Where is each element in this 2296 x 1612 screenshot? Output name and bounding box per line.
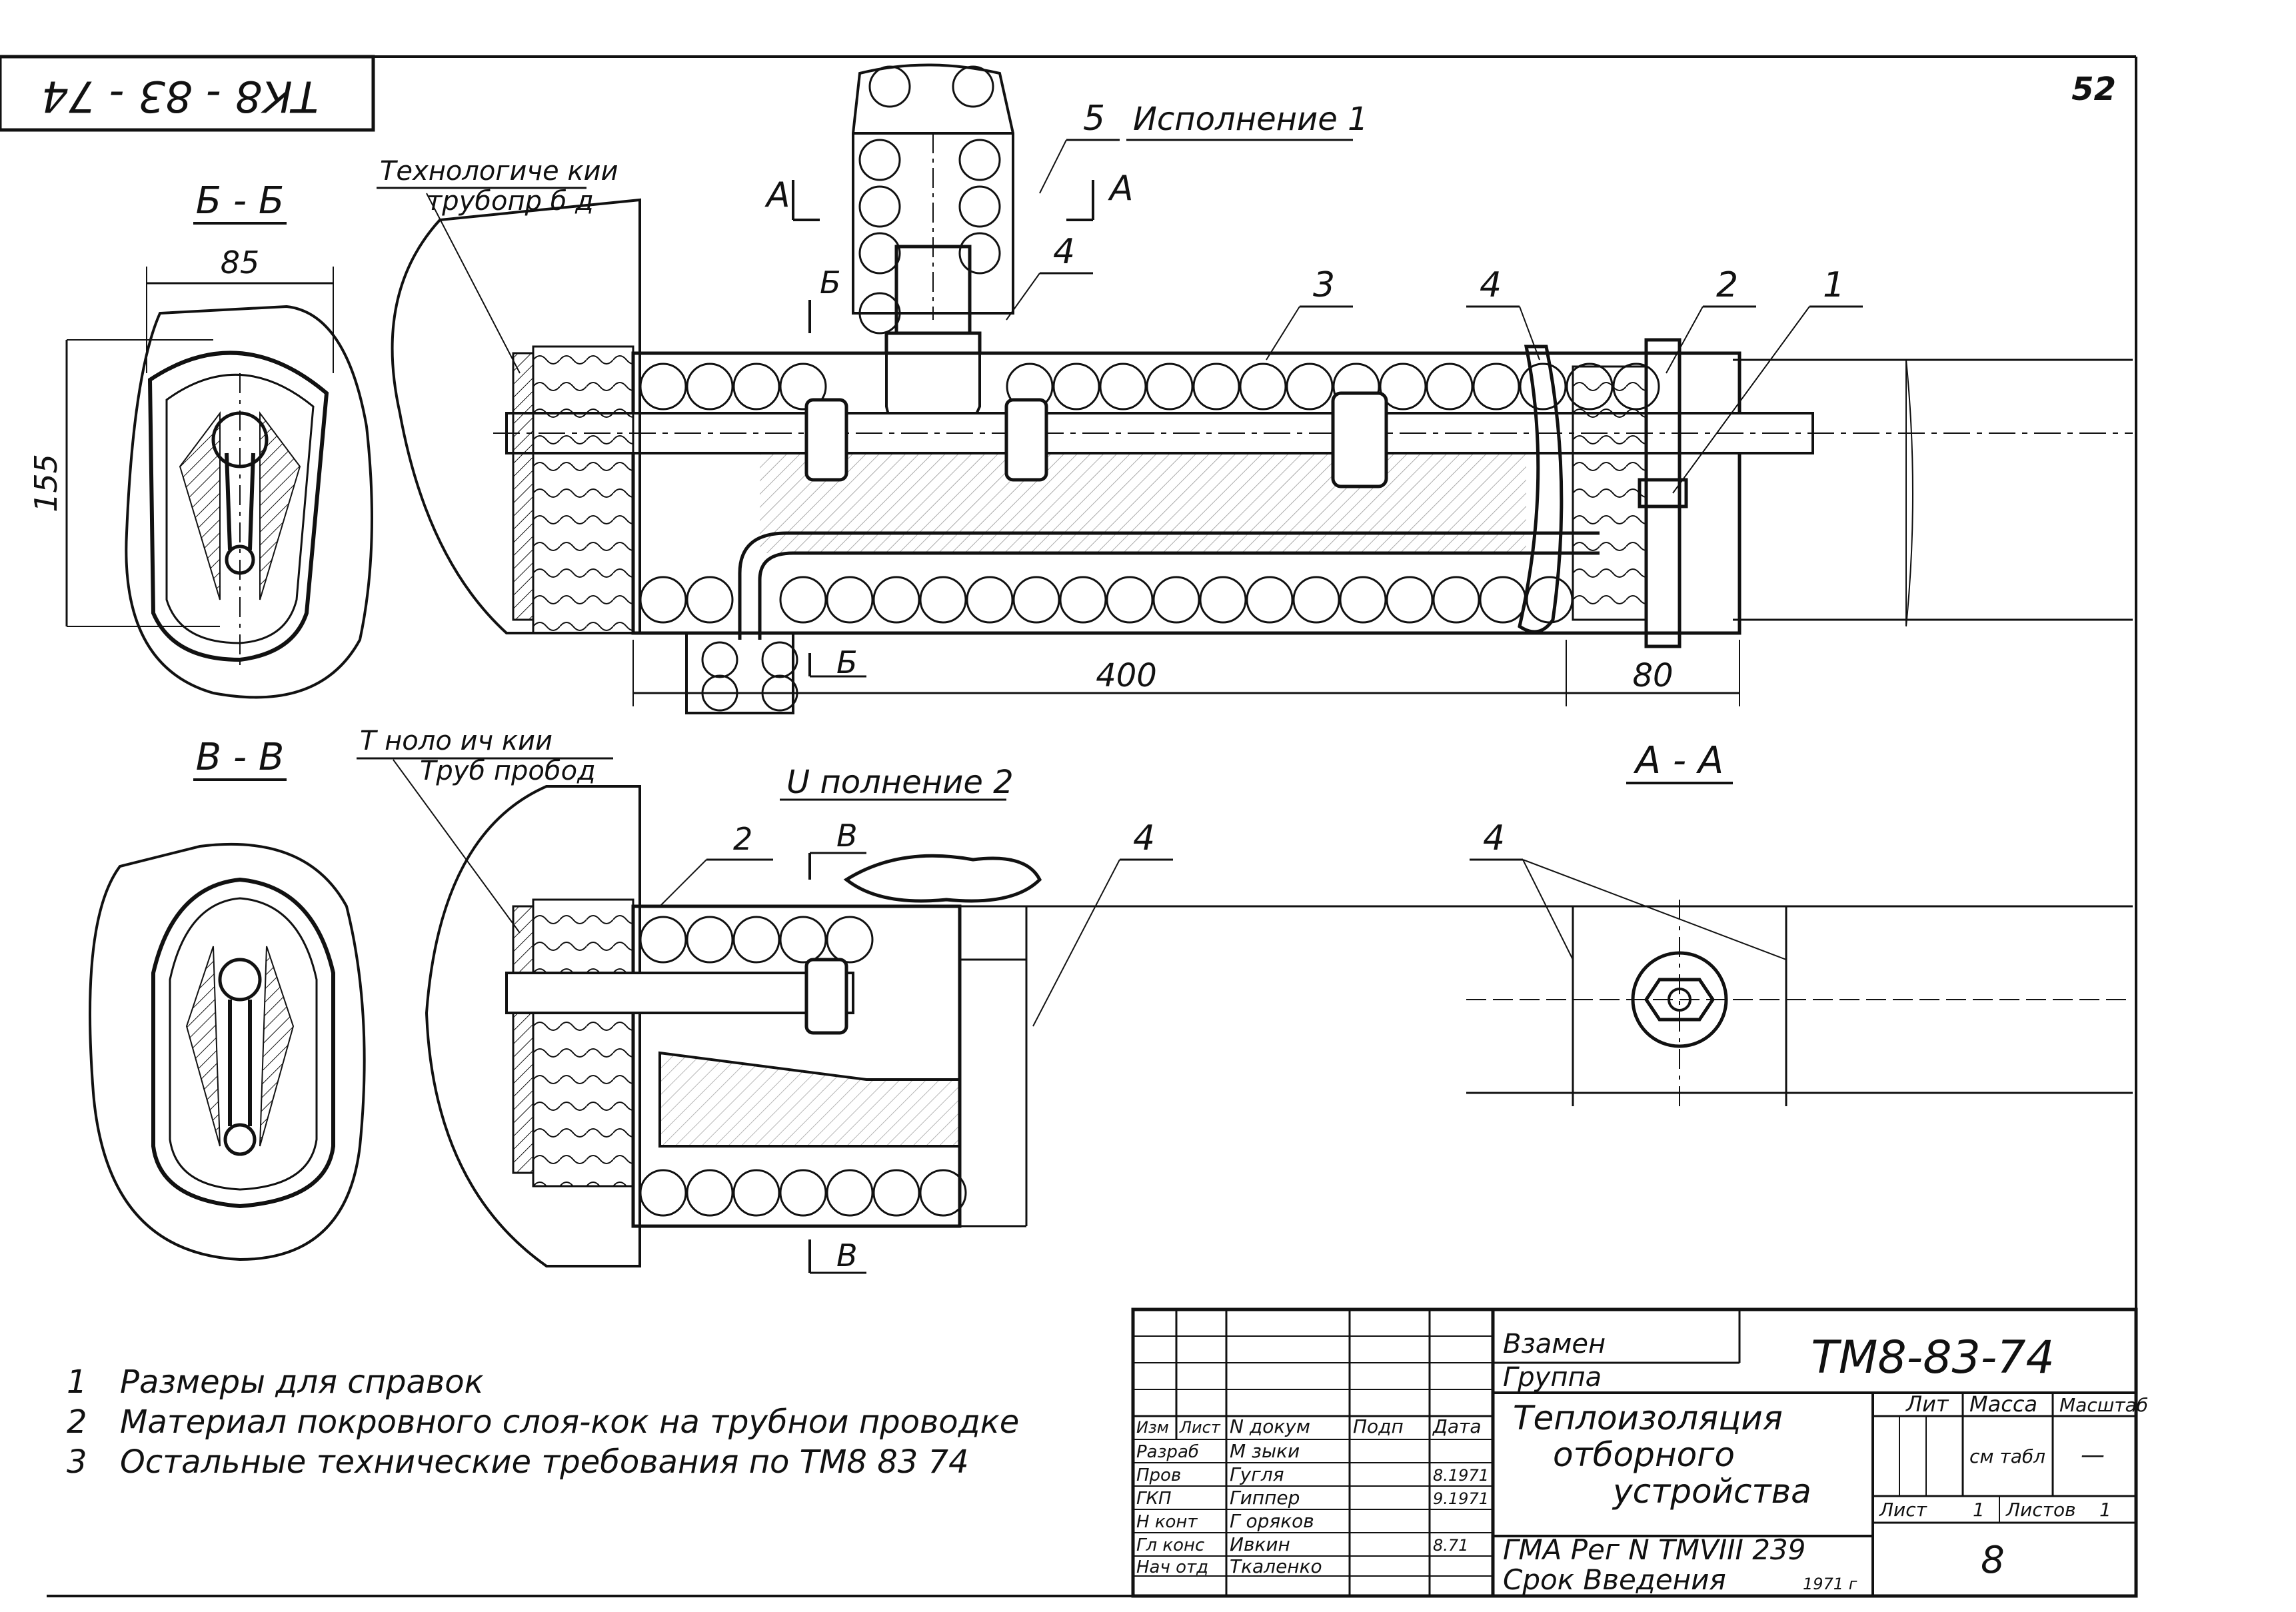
note-2-text: Материал покровного слоя-кок на трубнои … <box>120 1403 1019 1441</box>
tb-row-6-role: Нач отд <box>1136 1557 1208 1577</box>
tb-masshtab-val: — <box>2081 1441 2105 1469</box>
pipeline-2-line1: Т ноло ич кии <box>360 726 553 756</box>
note-1-num: 1 <box>67 1363 87 1401</box>
cut-a-left: А <box>764 175 790 215</box>
tb-row-5-role: Гл конс <box>1136 1535 1204 1555</box>
variant-2-title: U полнение 2 <box>786 764 1014 801</box>
tb-sheet-no: 8 <box>1981 1539 2005 1582</box>
cut-b-bottom: Б <box>836 644 858 680</box>
tb-row-5-name: Ивкин <box>1230 1533 1290 1555</box>
tb-doc-code: ТМ8-83-74 <box>1811 1331 2055 1384</box>
dim-85: 85 <box>221 245 260 281</box>
note-2-num: 2 <box>67 1403 87 1441</box>
pos-4-var2-label: 4 <box>1133 818 1155 858</box>
tb-list-val: 1 <box>1973 1499 1985 1521</box>
pos-2-label: 2 <box>1716 265 1738 305</box>
tb-row-3-date: 9.1971 <box>1433 1489 1489 1508</box>
section-aa-label: А - А <box>1634 739 1723 782</box>
note-1-text: Размеры для справок <box>120 1363 484 1401</box>
tb-row-3-name: Гиппер <box>1230 1487 1300 1509</box>
tb-col-ndok: N докум <box>1230 1415 1310 1437</box>
pipeline-1-line1: Технологиче кии <box>380 156 618 187</box>
tb-reg: ГМА Рег N ТМVIII 239 <box>1503 1533 1805 1566</box>
tb-row-2-name: Гугля <box>1230 1463 1284 1485</box>
title-block <box>1131 1307 2138 1598</box>
tb-listov-val: 1 <box>2099 1499 2111 1521</box>
pos-2-var2-label: 2 <box>733 821 752 857</box>
tb-row-2-role: Пров <box>1136 1465 1181 1485</box>
tb-row-2-date: 8.1971 <box>1433 1466 1489 1485</box>
tb-gruppa: Группа <box>1503 1362 1602 1393</box>
variant-1-view: Исполнение 1 5 А А Б Б 4 3 4 2 1 Техноло… <box>377 63 2133 714</box>
pos-1-label: 1 <box>1823 265 1845 305</box>
tb-col-data: Дата <box>1432 1415 1482 1437</box>
section-bb-view: Б - Б 85 155 <box>28 179 373 699</box>
tb-row-4-role: Н конт <box>1136 1512 1198 1532</box>
section-vv-view: В - В <box>89 736 366 1261</box>
tb-col-izm: Изм <box>1136 1418 1169 1437</box>
note-3-text: Остальные технические требования по ТМ8 … <box>120 1443 969 1481</box>
tb-row-1-name: М зыки <box>1230 1440 1300 1462</box>
tb-row-3-role: ГКП <box>1136 1489 1172 1509</box>
tb-listov-label: Листов <box>2005 1499 2076 1521</box>
section-vv-label: В - В <box>196 736 285 779</box>
pos-5-label: 5 <box>1083 99 1105 139</box>
tb-row-4-name: Г оряков <box>1230 1510 1314 1532</box>
tb-list-label: Лист <box>1879 1499 1927 1521</box>
tb-lit: Лит <box>1905 1391 1949 1417</box>
sheet-code-rotated: ТК8 - 83 - 74 <box>41 71 319 120</box>
note-3-num: 3 <box>67 1443 87 1481</box>
variant-1-title: Исполнение 1 <box>1133 101 1368 138</box>
notes-block: 1 Размеры для справок 2 Материал покровн… <box>67 1363 1019 1481</box>
tb-row-1-role: Разраб <box>1136 1442 1199 1462</box>
dim-155: 155 <box>28 454 64 512</box>
tb-row-6-name: Ткаленко <box>1230 1555 1322 1577</box>
section-bb-label: Б - Б <box>196 179 285 223</box>
tb-col-podp: Подп <box>1353 1415 1404 1437</box>
section-aa-view: А - А 4 <box>1466 739 2133 1106</box>
tb-massa: Масса <box>1969 1391 2037 1417</box>
pos-4-top-label: 4 <box>1053 232 1075 272</box>
tb-srok-date: 1971 г <box>1803 1575 1857 1593</box>
pos-4-aa-label: 4 <box>1483 818 1505 858</box>
title-block-text: Взамен Группа ТМ8-83-74 Теплоизоляция от… <box>1136 1329 2148 1596</box>
tb-title-line2: отборного <box>1553 1435 1735 1474</box>
tb-massa-val: см табл <box>1969 1445 2045 1467</box>
cut-v-top: В <box>836 818 858 854</box>
tb-title-line1: Теплоизоляция <box>1513 1399 1783 1437</box>
cut-v-bottom: В <box>836 1237 858 1273</box>
tb-row-5-date: 8.71 <box>1433 1536 1468 1555</box>
nuts <box>804 391 1388 488</box>
pipeline-1-line2: трубопр б д <box>427 186 594 217</box>
tb-col-list: Лист <box>1179 1418 1221 1437</box>
dim-400: 400 <box>1096 657 1157 694</box>
page-number: 52 <box>2071 71 2116 108</box>
tb-title-line3: устройства <box>1612 1472 1811 1511</box>
insulation-rollers-bottom <box>639 576 1574 624</box>
tb-srok: Срок Введения <box>1503 1563 1726 1596</box>
variant-2-view: U полнение 2 Т ноло ич кии Труб пробод 2… <box>357 726 2133 1274</box>
tb-vzamen: Взамен <box>1503 1329 1606 1359</box>
cut-b-top: Б <box>820 265 841 301</box>
insulation-rollers-top <box>639 363 1660 410</box>
pos-4-mid-label: 4 <box>1480 265 1502 305</box>
variant-2-rollers <box>639 916 967 1217</box>
dim-80: 80 <box>1632 657 1673 694</box>
pos-3-label: 3 <box>1313 265 1335 305</box>
cut-a-right: А <box>1108 169 1134 209</box>
pipeline-2-line2: Труб пробод <box>420 756 596 786</box>
tb-masshtab: Масштаб <box>2059 1394 2148 1416</box>
